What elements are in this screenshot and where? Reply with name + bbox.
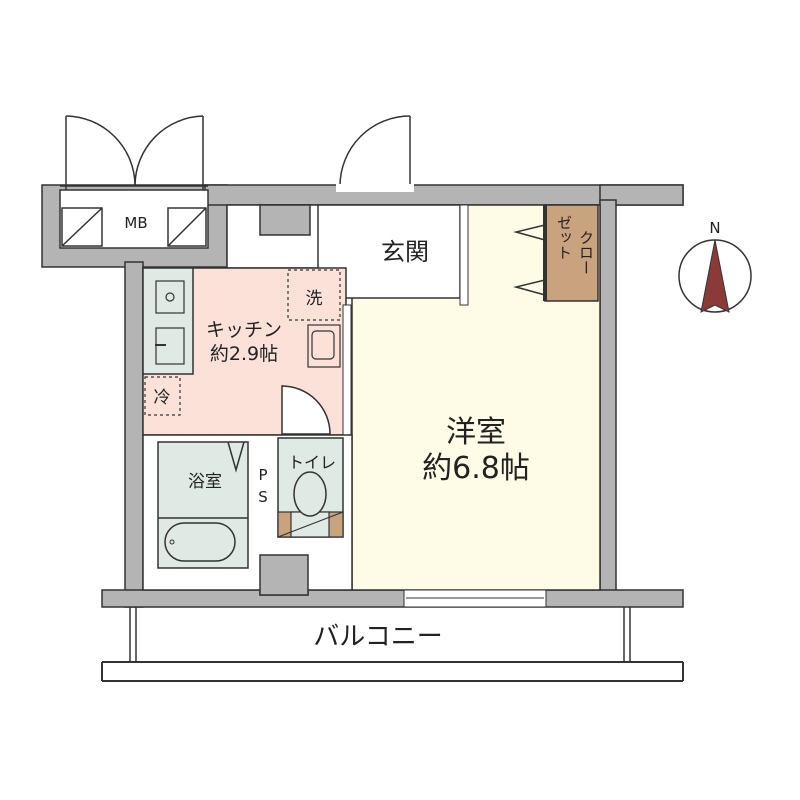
mb-double-door[interactable] <box>60 115 208 190</box>
kitchen-size: 約2.9帖 <box>210 343 278 365</box>
washer-space <box>287 269 341 321</box>
compass-label: N <box>709 219 720 237</box>
svg-text:クロー: クロー <box>577 230 595 275</box>
toilet-door[interactable] <box>281 385 331 435</box>
stove-icon <box>155 280 185 314</box>
mb-label: MB <box>124 214 147 232</box>
toilet-label: トイレ <box>288 453 336 472</box>
western-room-name: 洋室 <box>446 415 506 450</box>
washer-label: 洗 <box>306 289 323 309</box>
svg-text:ゼット: ゼット <box>555 215 573 260</box>
balcony-window[interactable] <box>403 589 547 608</box>
ps-label-s: S <box>258 488 268 506</box>
fridge-label: 冷 <box>154 388 171 408</box>
closet-label: クロー ゼット <box>555 215 595 275</box>
kitchen-name: キッチン <box>206 319 282 341</box>
entrance-door[interactable] <box>339 115 411 187</box>
ps-label-p: P <box>258 466 267 484</box>
closet-door[interactable] <box>513 224 546 296</box>
fridge-space <box>144 376 181 416</box>
balcony <box>101 607 684 682</box>
balcony-label: バルコニー <box>313 622 442 652</box>
entrance-label: 玄関 <box>381 238 429 266</box>
toilet-icon <box>293 471 327 517</box>
bathroom <box>157 441 249 569</box>
north-arrow-icon: N <box>678 219 752 313</box>
washbasin-icon <box>307 324 341 368</box>
western-room-size: 約6.8帖 <box>422 451 530 486</box>
bathtub-icon <box>164 522 236 562</box>
bathroom-door[interactable] <box>227 441 245 473</box>
bathroom-label: 浴室 <box>188 472 222 492</box>
kitchen-counter <box>142 267 194 375</box>
closet <box>544 204 599 302</box>
